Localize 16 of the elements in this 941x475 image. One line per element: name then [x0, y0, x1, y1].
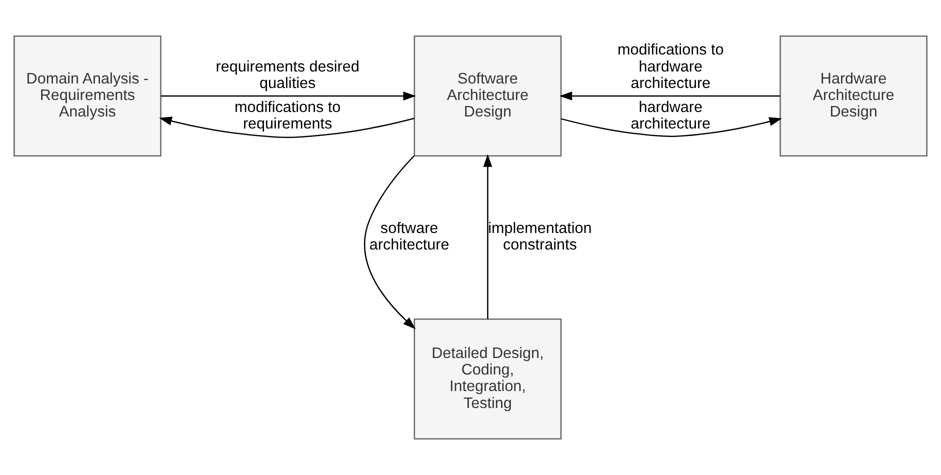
edge-label: hardware architecture	[630, 99, 711, 133]
arrow	[560, 117, 782, 137]
arrow	[160, 92, 416, 100]
node-box: Detailed Design, Coding, Integration, Testing	[414, 318, 562, 440]
edge-label: software architecture	[369, 220, 450, 254]
arrow	[559, 92, 780, 100]
edge-label: requirements desired qualities	[216, 58, 360, 92]
node-box: Software Architecture Design	[414, 35, 562, 157]
node-box: Hardware Architecture Design	[780, 35, 928, 157]
edge-label: modifications to hardware architecture	[618, 42, 724, 92]
arrow	[159, 116, 414, 138]
node-box: Domain Analysis - Requirements Analysis	[14, 35, 162, 157]
arrow	[483, 154, 492, 319]
arrow	[364, 155, 416, 330]
edge-label: modifications to requirements	[234, 99, 341, 133]
edge-label: implementation constraints	[488, 220, 592, 254]
